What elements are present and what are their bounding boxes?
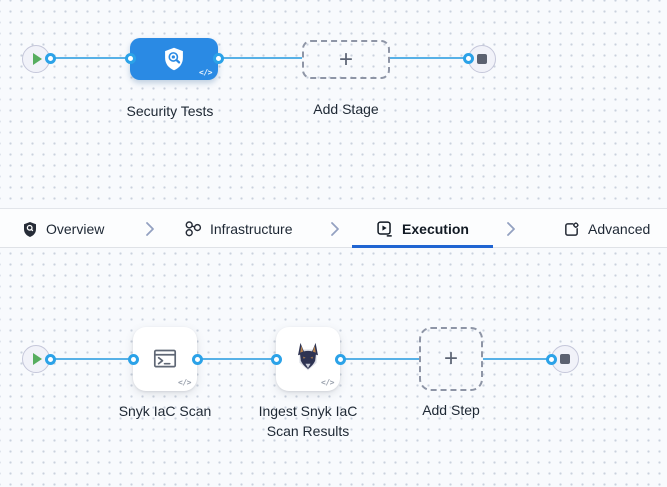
chevron-right-icon [145,221,155,237]
execution-icon [376,220,394,238]
port-step1-out[interactable] [191,353,203,365]
port-step1-in[interactable] [127,353,139,365]
tab-advanced[interactable]: Advanced [563,209,650,249]
port-end-in[interactable] [462,52,474,64]
security-shield-icon [159,44,189,74]
stage-node-security-tests[interactable]: </> [130,38,218,80]
shield-icon [22,221,38,238]
code-badge-icon: </> [199,68,212,77]
active-tab-underline [352,245,493,248]
edge-addstage-to-end [390,57,468,59]
snyk-logo-icon [289,340,327,378]
step-node-ingest-snyk-results[interactable]: </> [276,327,340,391]
infrastructure-icon [184,220,202,238]
port-step2-in[interactable] [270,353,282,365]
tab-label: Execution [402,221,469,237]
execution-end-node [551,345,579,373]
code-badge-icon: </> [178,378,191,387]
step-label: Ingest Snyk IaC Scan Results [258,403,358,439]
tab-infrastructure[interactable]: Infrastructure [184,209,292,249]
add-stage-button[interactable]: + [302,40,390,79]
tab-execution[interactable]: Execution [352,209,493,249]
stop-icon [560,354,570,364]
play-icon [32,53,42,65]
terminal-run-icon [148,342,182,376]
play-icon [32,353,42,365]
code-badge-icon: </> [321,378,334,387]
stage-tab-bar: Overview Infrastructure [0,208,667,248]
port-start-out[interactable] [44,353,56,365]
chevron-right-icon [330,221,340,237]
stage-label: Security Tests [126,103,214,119]
tab-label: Infrastructure [210,221,293,237]
port-step2-out[interactable] [334,353,346,365]
plus-icon: + [338,45,353,73]
edge-step1-to-step2 [197,358,276,360]
edge-start-to-step1 [50,358,133,360]
chevron-right-icon [506,221,516,237]
advanced-settings-icon [563,221,580,238]
plus-icon: + [443,345,458,372]
step-label: Snyk IaC Scan [118,403,212,419]
add-step-button[interactable]: + [419,327,483,391]
stop-icon [477,54,487,64]
tab-label: Overview [46,221,105,237]
port-end-in[interactable] [545,353,557,365]
add-step-label: Add Step [422,402,480,418]
edge-start-to-stage [50,57,130,59]
port-stage-out[interactable] [212,52,224,64]
tab-label: Advanced [588,221,651,237]
port-start-out[interactable] [44,52,56,64]
add-stage-label: Add Stage [313,101,379,117]
edge-addstep-to-end [483,358,551,360]
port-stage-in[interactable] [124,52,136,64]
edge-stage-to-addstage [218,57,302,59]
tab-overview[interactable]: Overview [22,209,104,249]
step-node-snyk-iac-scan[interactable]: </> [133,327,197,391]
edge-step2-to-addstep [340,358,419,360]
